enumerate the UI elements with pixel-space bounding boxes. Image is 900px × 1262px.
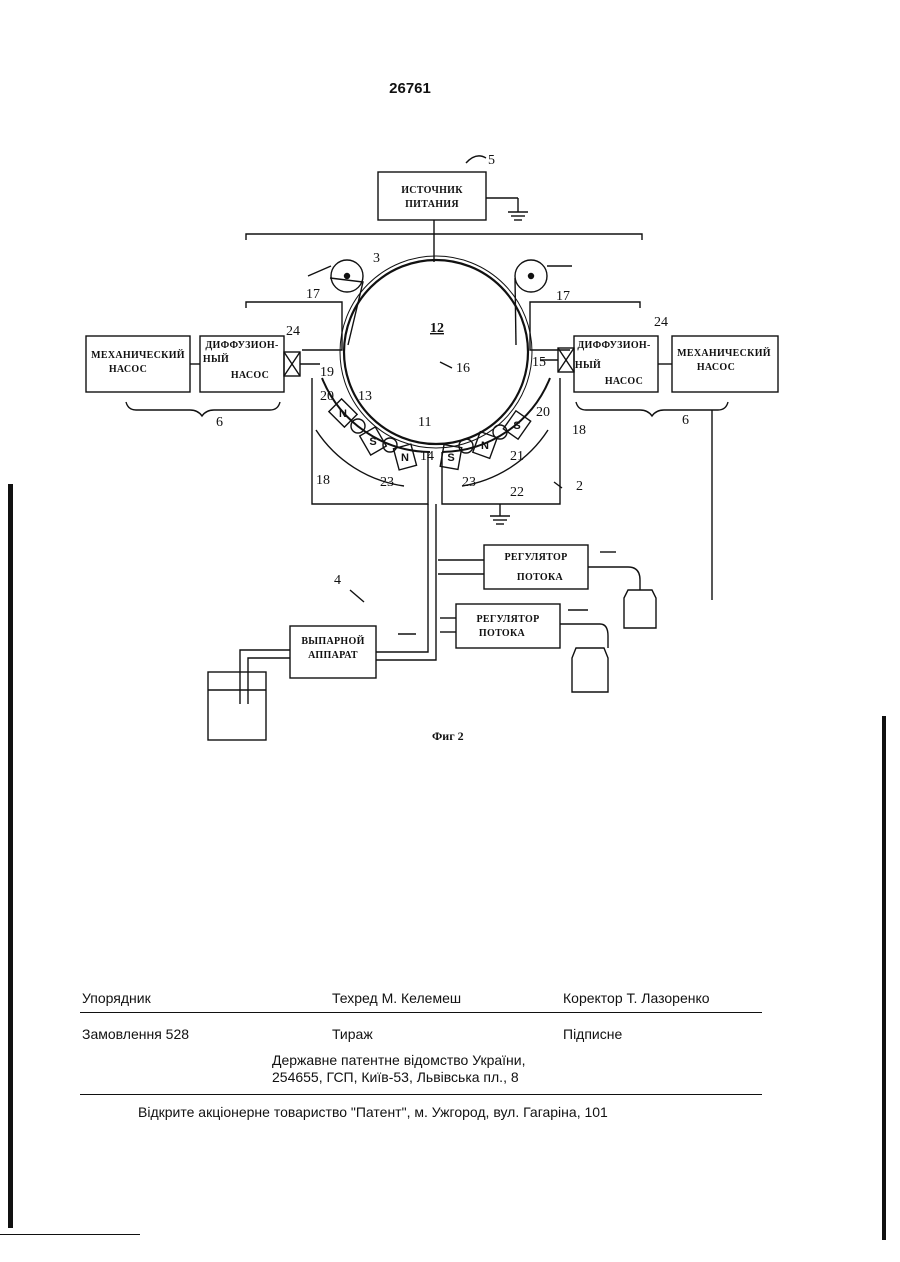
ref-24-right: 24	[654, 315, 668, 330]
ref-24-left: 24	[286, 324, 300, 339]
mech-pump-left-label-1: МЕХАНИЧЕСКИЙ	[91, 349, 185, 361]
flow-regulator-1-label-1: РЕГУЛЯТОР	[505, 552, 568, 563]
flow-regulator-2-block	[456, 604, 560, 648]
mech-pump-right-label-2: НАСОС	[697, 362, 735, 373]
power-source-label-2: ПИТАНИЯ	[405, 199, 459, 210]
mech-pump-right-label-1: МЕХАНИЧЕСКИЙ	[677, 347, 771, 359]
ref-17-left: 17	[306, 287, 320, 302]
flow-regulator-2-label-1: РЕГУЛЯТОР	[477, 614, 540, 625]
circulation: Тираж	[332, 1026, 373, 1042]
ref-18-left: 18	[316, 473, 330, 488]
ref-15: 15	[532, 355, 546, 370]
ref-5: 5	[488, 153, 495, 168]
ref-23-right: 23	[462, 475, 476, 490]
ref-14: 14	[420, 449, 434, 464]
ref-20-right: 20	[536, 405, 550, 420]
diff-pump-right-label-3: НАСОС	[605, 376, 643, 387]
figure-caption: Фиг 2	[432, 729, 464, 743]
evaporator-label-1: ВЫПАРНОЙ	[301, 635, 364, 647]
magnet-6-label: S	[513, 420, 520, 432]
magnet-1-label: N	[339, 408, 347, 420]
main-drum	[344, 260, 528, 444]
ref-23-left: 23	[380, 475, 394, 490]
ref-6-right: 6	[682, 413, 689, 428]
techred: Техред М. Келемеш	[332, 990, 461, 1006]
footer-rule-bottom	[80, 1094, 762, 1095]
diff-pump-left-label-2: НЫЙ	[203, 353, 229, 365]
power-source-label-1: ИСТОЧНИК	[401, 185, 463, 196]
ref-19: 19	[320, 365, 334, 380]
diff-pump-right-label-2: НЫЙ	[575, 359, 601, 371]
scan-edge-bottom	[0, 1234, 140, 1235]
flow-regulator-2-label-2: ПОТОКА	[479, 628, 526, 639]
ref-17-right: 17	[556, 289, 570, 304]
ref-20-left: 20	[320, 389, 334, 404]
diff-pump-right-label-1: ДИФФУЗИОН-	[577, 340, 650, 351]
ref-12: 12	[430, 321, 444, 336]
ref-21: 21	[510, 449, 524, 464]
ref-2: 2	[576, 479, 583, 494]
footer-rule-top	[80, 1012, 762, 1013]
diff-pump-left-label-1: ДИФФУЗИОН-	[205, 340, 278, 351]
office-line-2: 254655, ГСП, Київ-53, Львівська пл., 8	[272, 1069, 519, 1085]
evaporator-label-2: АППАРАТ	[308, 650, 358, 661]
ref-16: 16	[456, 361, 470, 376]
diff-pump-left-label-3: НАСОС	[231, 370, 269, 381]
order-number: Замовлення 528	[82, 1026, 189, 1042]
printer-line: Відкрите акціонерне товариство "Патент",…	[138, 1104, 608, 1120]
ref-22: 22	[510, 485, 524, 500]
ref-13: 13	[358, 389, 372, 404]
magnet-3-label: N	[401, 452, 409, 464]
ref-3: 3	[373, 251, 380, 266]
ref-4: 4	[334, 573, 341, 588]
magnet-5-label: N	[481, 440, 489, 452]
ref-11: 11	[418, 415, 431, 430]
mech-pump-left-label-2: НАСОС	[109, 364, 147, 375]
subscription: Підписне	[563, 1026, 622, 1042]
ref-18-right: 18	[572, 423, 586, 438]
scan-edge-right	[882, 716, 886, 1240]
magnet-2-label: S	[369, 436, 376, 448]
corrector: Коректор Т. Лазоренко	[563, 990, 710, 1006]
figure-2-diagram: ИСТОЧНИК ПИТАНИЯ МЕХАНИЧЕСКИЙ НАСОС ДИФФ…	[0, 0, 900, 780]
flow-regulator-1-label-2: ПОТОКА	[517, 572, 564, 583]
ref-6-left: 6	[216, 415, 223, 430]
scan-edge-left	[8, 484, 13, 1228]
magnet-4-label: S	[447, 452, 454, 464]
compiler-label: Упорядник	[82, 990, 151, 1006]
office-line-1: Державне патентне відомство України,	[272, 1052, 526, 1068]
power-source-block	[378, 172, 486, 220]
